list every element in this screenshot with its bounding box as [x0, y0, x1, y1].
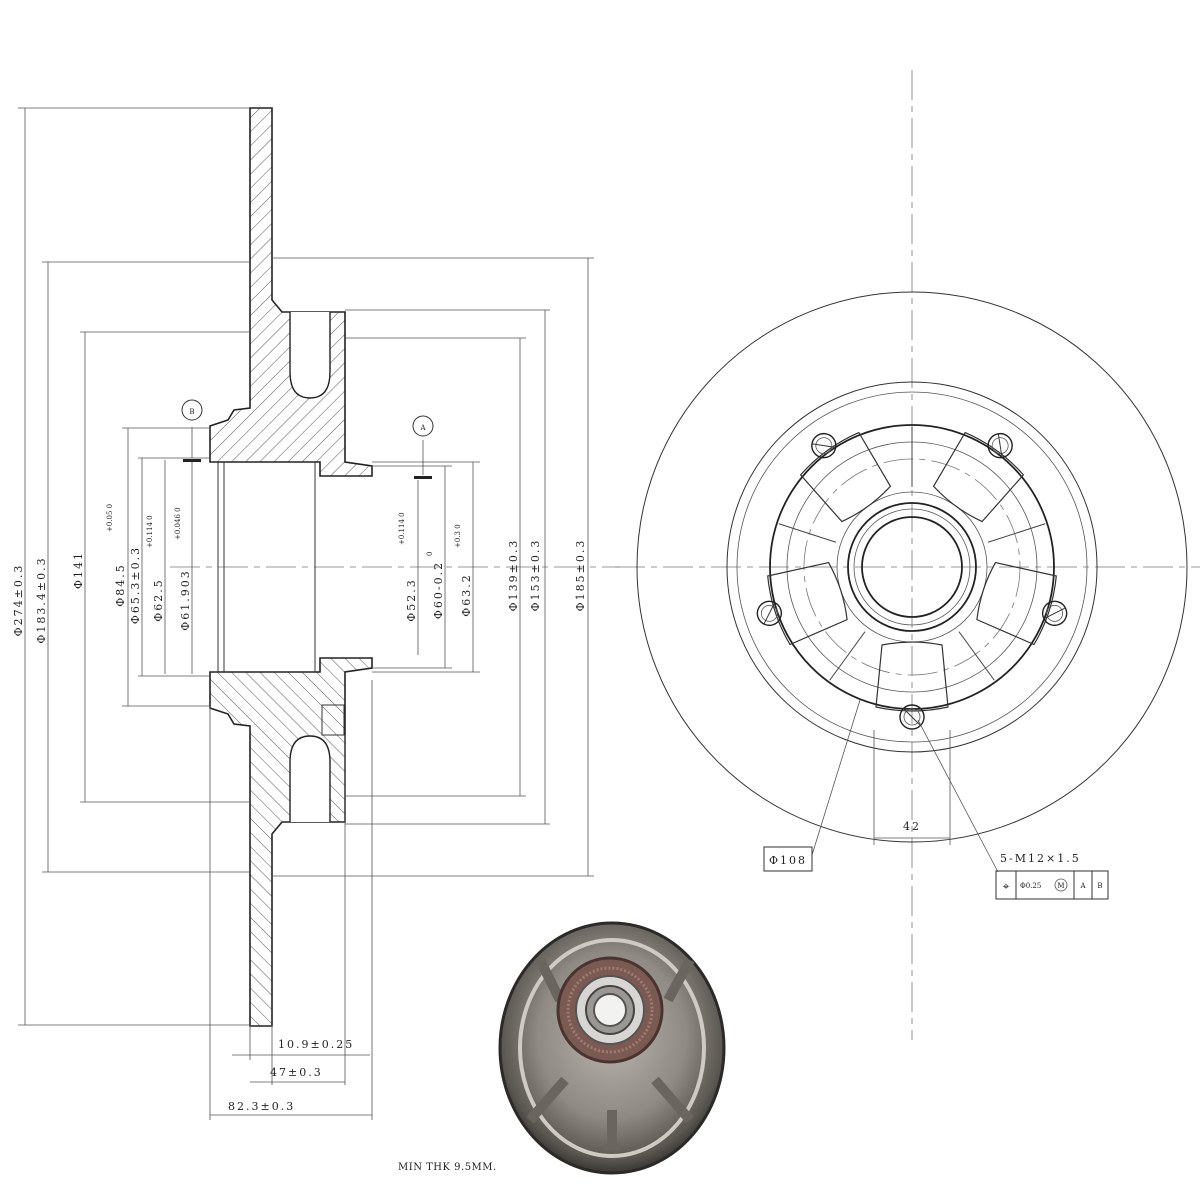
bolt-pad	[976, 561, 1068, 646]
dim-52-3: Φ52.3	[405, 578, 418, 622]
datum-a-bubble	[412, 415, 434, 437]
bolt-hole	[987, 432, 1013, 459]
dim-141: Φ141	[72, 551, 85, 589]
tol-61-903: +0.046 0	[174, 507, 182, 540]
section-view: B A Φ274±0.3 Φ183.4±0.3 Φ141 Φ84.5 +0.05…	[12, 107, 620, 1173]
diameter-labels: Φ274±0.3 Φ183.4±0.3 Φ141 Φ84.5 +0.05 0 Φ…	[12, 504, 587, 644]
hub-photo	[498, 921, 726, 1175]
bolt-hole	[811, 432, 837, 459]
tol-60: 0	[426, 552, 434, 556]
dim-10-9: 10.9±0.25	[278, 1038, 354, 1051]
bolt-pad	[756, 561, 848, 646]
dim-63-2: Φ63.2	[460, 573, 473, 617]
tol-63-2: +0.3 0	[454, 524, 462, 548]
tol-52-3: +0.114 0	[398, 512, 406, 545]
datum-b-label: B	[189, 408, 194, 416]
fcf-datum-b: B	[1097, 882, 1102, 890]
rib-line	[958, 631, 995, 681]
bolt-hole	[899, 704, 925, 730]
bolt-pad	[875, 641, 949, 730]
pcd-box	[763, 846, 813, 872]
dim-84-5: Φ84.5	[114, 563, 127, 607]
dimension-lines	[18, 107, 594, 1120]
disc-outer-edge	[636, 291, 1188, 843]
rib-line	[829, 631, 866, 681]
bolt-pad	[932, 431, 1025, 523]
mmc-modifier: M	[1057, 882, 1064, 890]
dim-139: Φ139±0.3	[507, 539, 520, 612]
bolt-pads	[756, 427, 1068, 730]
bolt-hole	[756, 600, 783, 627]
rib-line	[987, 523, 1046, 543]
dim-82-3: 82.3±0.3	[228, 1100, 295, 1113]
bolt-pad	[799, 431, 892, 523]
section-lower-half	[209, 567, 373, 1027]
fcf-datum-a: A	[1079, 882, 1086, 890]
dim-274: Φ274±0.3	[12, 564, 25, 637]
thread-label: 5-M12×1.5	[1000, 852, 1081, 865]
dim-185: Φ185±0.3	[574, 539, 587, 612]
tol-62-5: +0.114 0	[146, 515, 154, 548]
datum-b-bubble	[181, 399, 203, 421]
datum-a-label: A	[419, 424, 426, 432]
dim-47: 47±0.3	[270, 1066, 323, 1079]
position-icon: ⌖	[1003, 879, 1010, 893]
front-view: 42 Φ108 5-M12×1.5 ⌖ Φ0.25 M A B	[615, 70, 1200, 1040]
section-upper-half	[209, 107, 373, 567]
dim-183-4: Φ183.4±0.3	[35, 556, 48, 643]
dim-42: 42	[903, 820, 921, 833]
feature-control-frame: ⌖ Φ0.25 M A B	[995, 870, 1109, 900]
min-thickness-note: MIN THK 9.5MM.	[398, 1162, 497, 1173]
dim-153: Φ153±0.3	[529, 539, 542, 612]
position-tolerance: Φ0.25	[1020, 882, 1041, 890]
dim-62-5: Φ62.5	[152, 578, 165, 622]
rib-line	[778, 523, 837, 543]
dim-61-903: Φ61.903	[179, 569, 192, 631]
bolt-hole	[1041, 600, 1068, 627]
pcd-label: Φ108	[769, 854, 807, 867]
dim-65-3: Φ65.3±0.3	[129, 546, 142, 624]
tol-84-5: +0.05 0	[106, 504, 114, 532]
dim-60: Φ60-0.2	[432, 561, 445, 619]
